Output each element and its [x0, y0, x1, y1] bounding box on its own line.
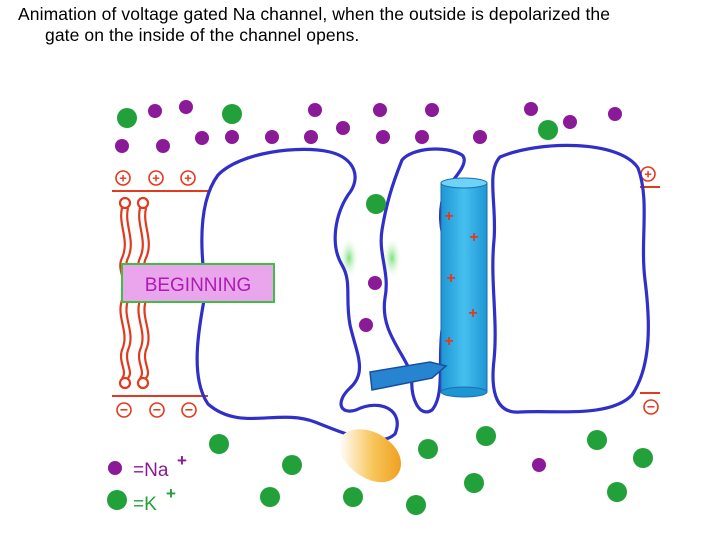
inactivation-ball-gate [338, 429, 402, 483]
svg-text:−: − [153, 402, 161, 418]
negative-charge-icon: − [116, 402, 132, 418]
na-ion [308, 103, 322, 117]
na-ion [179, 100, 193, 114]
na-ion [563, 115, 577, 129]
k-ion [209, 434, 229, 454]
na-ion [156, 139, 170, 153]
protein-middle-subunit [379, 147, 466, 414]
k-ion [260, 487, 280, 507]
sensor-charge-plus: + [444, 333, 453, 350]
svg-text:+: + [152, 171, 160, 186]
svg-text:+: + [644, 167, 652, 182]
na-ion [532, 458, 546, 472]
legend-na-swatch [108, 461, 122, 475]
protein-left-subunit [195, 147, 399, 442]
negative-charge-icon: − [181, 402, 197, 418]
na-ion [524, 102, 538, 116]
na-ion [304, 130, 318, 144]
na-ion [265, 130, 279, 144]
k-ion [587, 430, 607, 450]
positive-charge-icon: + [148, 170, 164, 186]
k-ion [406, 495, 426, 515]
sensor-charge-plus: + [446, 270, 455, 287]
positive-charge-icon: + [115, 170, 131, 186]
positive-charge-icon: + [640, 166, 656, 182]
gate-arm [369, 361, 448, 391]
k-ion [343, 487, 363, 507]
voltage-sensor: + + + + + [440, 177, 488, 398]
na-ion [115, 139, 129, 153]
na-ion [195, 131, 209, 145]
protein-right-subunit [491, 143, 650, 414]
k-ion [366, 194, 386, 214]
na-ion [373, 103, 387, 117]
na-ion [336, 121, 350, 135]
na-ion [359, 318, 373, 332]
legend-na-superscript: + [177, 451, 187, 470]
slide-caption: Animation of voltage gated Na channel, w… [18, 4, 708, 46]
svg-text:−: − [185, 402, 193, 418]
svg-text:−: − [647, 399, 655, 415]
k-ion [538, 120, 558, 140]
svg-text:+: + [119, 171, 127, 186]
stage-label: BEGINNING [145, 275, 252, 296]
k-ion [476, 426, 496, 446]
na-ion [148, 104, 162, 118]
extracellular-ions [115, 100, 622, 153]
k-ion [117, 108, 137, 128]
svg-text:+: + [184, 171, 192, 186]
positive-charge-icon: + [180, 170, 196, 186]
outside-charges: + + + + [115, 166, 656, 186]
sensor-charge-plus: + [468, 305, 477, 322]
selectivity-filter-right [382, 236, 402, 280]
stage-label-box: BEGINNING [121, 263, 275, 303]
sensor-charge-plus: + [469, 229, 478, 246]
intracellular-ions [209, 426, 653, 515]
na-ion [473, 130, 487, 144]
lipid-bilayer [118, 196, 150, 390]
k-ion [418, 439, 438, 459]
k-ion [607, 482, 627, 502]
caption-line-1: Animation of voltage gated Na channel, w… [18, 4, 611, 24]
legend-k-label: =K [133, 494, 157, 515]
na-ion [368, 276, 382, 290]
negative-charge-icon: − [149, 402, 165, 418]
inside-charges: − − − − [116, 399, 659, 418]
channel-ions [359, 194, 386, 332]
k-ion [464, 473, 484, 493]
k-ion [282, 455, 302, 475]
sensor-charge-plus: + [444, 208, 453, 225]
na-ion [425, 103, 439, 117]
legend-k-superscript: + [166, 484, 176, 503]
na-ion [225, 130, 239, 144]
na-ion [608, 107, 622, 121]
svg-text:−: − [120, 402, 128, 418]
legend-na-label: =Na [133, 460, 169, 481]
selectivity-filter-left [339, 236, 359, 280]
na-ion [376, 130, 390, 144]
negative-charge-icon: − [643, 399, 659, 415]
na-ion [415, 130, 429, 144]
legend-k-swatch [107, 490, 127, 510]
k-ion [633, 448, 653, 468]
channel-protein [195, 143, 650, 442]
k-ion [222, 104, 242, 124]
legend: =Na + =K + [107, 451, 187, 515]
caption-line-2: gate on the inside of the channel opens. [45, 25, 360, 45]
